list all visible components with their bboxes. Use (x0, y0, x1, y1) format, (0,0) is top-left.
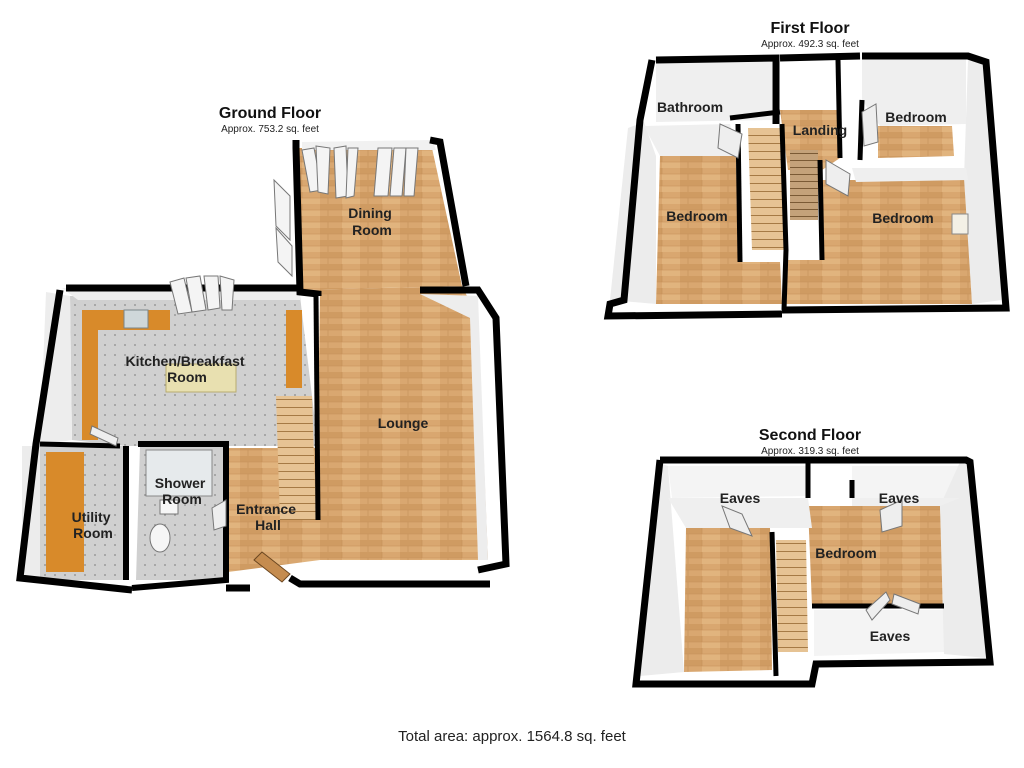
bathroom-floor (656, 70, 772, 122)
shower-tray (145, 449, 213, 497)
sink (123, 309, 149, 329)
room-label-bedroom-left: Bedroom (666, 208, 727, 224)
wall-face (40, 292, 72, 445)
total-area: Total area: approx. 1564.8 sq. feet (398, 728, 626, 745)
kitchen-island (165, 363, 237, 393)
front-door[interactable] (253, 551, 291, 583)
first-floor-title: First Floor (770, 20, 849, 37)
internal-door[interactable] (865, 591, 891, 621)
internal-door[interactable] (879, 499, 903, 533)
room-label-bedroom-right: Bedroom (872, 210, 933, 226)
room-label-landing: Landing (793, 122, 847, 138)
wall-face (656, 60, 772, 76)
eaves-floor (852, 466, 960, 498)
stairs (790, 150, 818, 220)
wall-face (852, 168, 968, 182)
second-floor-area: Approx. 319.3 sq. feet (761, 446, 859, 457)
kitchen-counter (286, 310, 302, 388)
eaves-bottom-floor (814, 610, 944, 656)
room-label-dining: Dining Room (348, 205, 395, 238)
internal-door[interactable] (825, 159, 851, 197)
room-label-eaves-bottom: Eaves (870, 628, 911, 644)
wall-face (640, 462, 684, 676)
second-floor-title: Second Floor (759, 427, 861, 444)
internal-door[interactable] (211, 499, 227, 531)
room-label-eaves-right: Eaves (879, 490, 920, 506)
first-floor (603, 52, 1010, 320)
stairs (748, 128, 784, 250)
bedroom-right-floor (784, 180, 972, 304)
basin (159, 499, 179, 515)
internal-door[interactable] (721, 505, 753, 537)
room-label-kitchen: Kitchen/Breakfast Room (126, 353, 249, 385)
bedroom-floor (684, 528, 772, 672)
wall-face (862, 58, 966, 126)
internal-door[interactable] (861, 103, 879, 147)
utility-counter (46, 452, 84, 572)
bedroom-floor (808, 506, 946, 606)
internal-door[interactable] (89, 425, 119, 447)
first-floor-area: Approx. 492.3 sq. feet (761, 39, 859, 50)
internal-door[interactable] (891, 593, 921, 615)
wall-face (964, 60, 1002, 304)
toilet (149, 523, 171, 553)
room-label-hall: Entrance Hall (236, 501, 300, 533)
wall-face (940, 462, 986, 658)
bedroom-left-floor (656, 156, 782, 304)
room-label-bathroom: Bathroom (657, 99, 723, 115)
bedroom-tr-floor (878, 126, 954, 158)
bifold-doors[interactable] (273, 145, 419, 278)
desk (951, 213, 969, 235)
eaves-floor (668, 466, 808, 498)
ground-floor-area: Approx. 753.2 sq. feet (221, 124, 319, 135)
wall-face (852, 498, 960, 506)
wall-face (644, 124, 738, 156)
room-label-eaves-left: Eaves (720, 490, 761, 506)
stairs (276, 396, 316, 520)
wall-face (420, 294, 488, 560)
room-label-shower: Shower Room (155, 475, 209, 507)
second-floor (632, 456, 994, 688)
ground-floor (16, 136, 510, 594)
bifold-doors[interactable] (169, 275, 235, 315)
lounge-floor (300, 286, 488, 560)
internal-door[interactable] (717, 123, 743, 159)
stairs (776, 540, 808, 652)
room-label-bedroom-second: Bedroom (815, 545, 876, 561)
room-label-utility: Utility Room (72, 509, 115, 541)
ground-floor-title: Ground Floor (219, 105, 321, 122)
kitchen-counter (82, 310, 170, 440)
room-label-bedroom-top-right: Bedroom (885, 109, 946, 125)
room-label-lounge: Lounge (378, 415, 429, 431)
